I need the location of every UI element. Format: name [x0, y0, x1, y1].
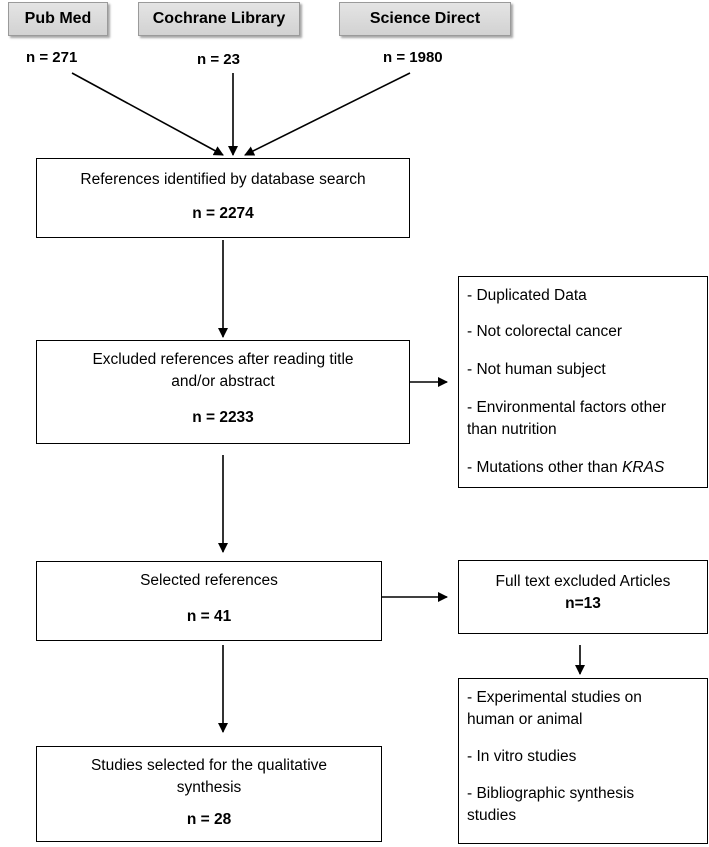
reason-duplicated-data: - Duplicated Data [467, 287, 587, 304]
reason-environmental-line2: than nutrition [467, 421, 557, 438]
qualitative-count: n = 28 [186, 811, 232, 828]
box-excluded-title-abstract: Excluded references after reading title … [36, 340, 410, 444]
reason-mutations: - Mutations other than KRAS [467, 459, 665, 476]
count-science-direct: n = 1980 [383, 49, 443, 66]
box-selected-references: Selected references n = 41 [36, 561, 382, 641]
box-fulltext-excluded: Full text excluded Articles n=13 [458, 560, 708, 634]
qualitative-label-line1: Studies selected for the qualitative [90, 757, 328, 774]
identified-label: References identified by database search [80, 171, 366, 188]
fulltext-label: Full text excluded Articles [495, 573, 671, 590]
reason-experimental-line2: human or animal [467, 711, 583, 728]
reason-environmental-line1: - Environmental factors other [467, 399, 667, 416]
excluded-label-line2: and/or abstract [171, 373, 275, 390]
reason-not-human: - Not human subject [467, 361, 606, 378]
reason-in-vitro: - In vitro studies [467, 748, 577, 765]
count-cochrane: n = 23 [197, 51, 240, 68]
reason-bibliographic-line1: - Bibliographic synthesis [467, 785, 635, 802]
arrow-sciencedirect-to-identified [244, 72, 411, 156]
source-science-direct: Science Direct [339, 2, 511, 36]
source-pubmed: Pub Med [8, 2, 108, 36]
reason-not-colorectal: - Not colorectal cancer [467, 323, 623, 340]
selected-count: n = 41 [186, 608, 232, 625]
box-qualitative-synthesis: Studies selected for the qualitative syn… [36, 746, 382, 842]
box-references-identified: References identified by database search… [36, 158, 410, 238]
arrow-pubmed-to-identified [71, 72, 224, 156]
qualitative-label-line2: synthesis [176, 779, 242, 796]
box-fulltext-reasons: - Experimental studies on human or anima… [458, 678, 708, 844]
kras-gene-label: KRAS [622, 459, 665, 476]
excluded-count: n = 2233 [192, 409, 254, 426]
reason-bibliographic-line2: studies [467, 807, 517, 824]
source-cochrane-library: Cochrane Library [138, 2, 300, 36]
count-pubmed: n = 271 [26, 49, 78, 66]
excluded-label-line1: Excluded references after reading title [92, 351, 354, 368]
identified-count: n = 2274 [192, 205, 254, 222]
fulltext-count: n=13 [565, 595, 601, 612]
reason-experimental-line1: - Experimental studies on [467, 689, 642, 706]
box-exclusion-reasons: - Duplicated Data - Not colorectal cance… [458, 276, 708, 488]
selected-label: Selected references [140, 572, 278, 589]
